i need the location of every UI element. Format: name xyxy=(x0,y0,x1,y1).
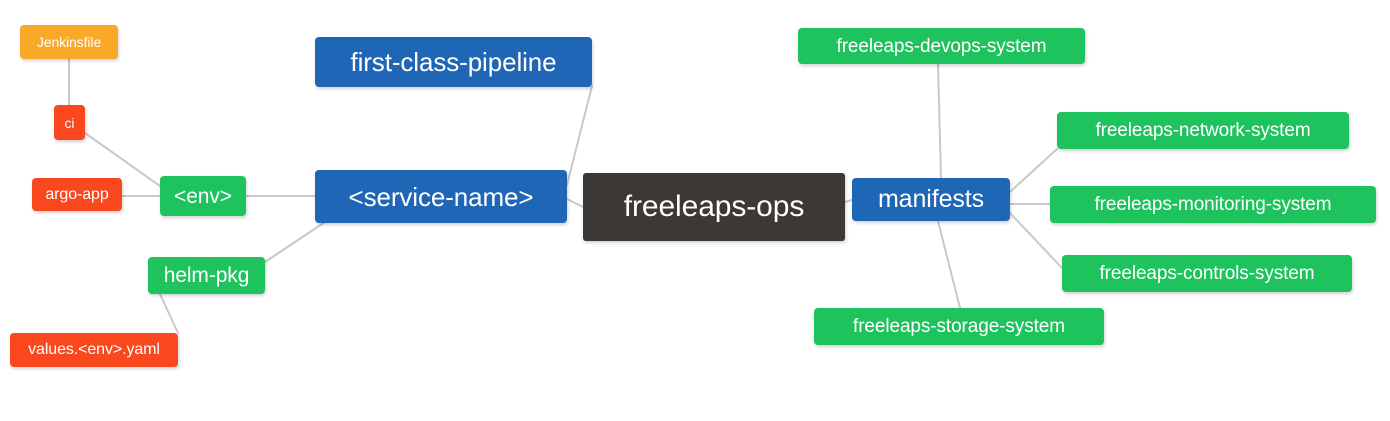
mindmap-node-values[interactable]: values.<env>.yaml xyxy=(10,333,178,367)
mindmap-node-monitoring[interactable]: freeleaps-monitoring-system xyxy=(1050,186,1376,223)
mindmap-node-env[interactable]: <env> xyxy=(160,176,246,216)
mindmap-node-argo[interactable]: argo-app xyxy=(32,178,122,211)
mindmap-node-storage[interactable]: freeleaps-storage-system xyxy=(814,308,1104,345)
mindmap-node-pipeline[interactable]: first-class-pipeline xyxy=(315,37,592,87)
edge-helm-to-values xyxy=(159,293,179,334)
mindmap-node-controls[interactable]: freeleaps-controls-system xyxy=(1062,255,1352,292)
edge-manifests-to-storage xyxy=(937,220,961,309)
mindmap-node-service[interactable]: <service-name> xyxy=(315,170,567,223)
mindmap-node-jenkins[interactable]: Jenkinsfile xyxy=(20,25,118,59)
mindmap-node-devops[interactable]: freeleaps-devops-system xyxy=(798,28,1085,64)
mindmap-node-network[interactable]: freeleaps-network-system xyxy=(1057,112,1349,149)
mindmap-node-root[interactable]: freeleaps-ops xyxy=(583,173,845,241)
edge-root-to-service xyxy=(566,198,584,208)
edge-manifests-to-controls xyxy=(1009,212,1063,269)
edge-root-to-manifests xyxy=(844,199,853,203)
edge-manifests-to-network xyxy=(1009,148,1058,193)
edge-service-to-helm xyxy=(264,221,326,263)
mindmap-node-ci[interactable]: ci xyxy=(54,105,85,140)
edge-env-to-ci xyxy=(84,132,161,187)
edge-service-to-pipeline xyxy=(566,85,593,186)
mindmap-node-helm[interactable]: helm-pkg xyxy=(148,257,265,294)
mindmap-node-manifests[interactable]: manifests xyxy=(852,178,1010,221)
edge-manifests-to-devops xyxy=(937,63,942,179)
